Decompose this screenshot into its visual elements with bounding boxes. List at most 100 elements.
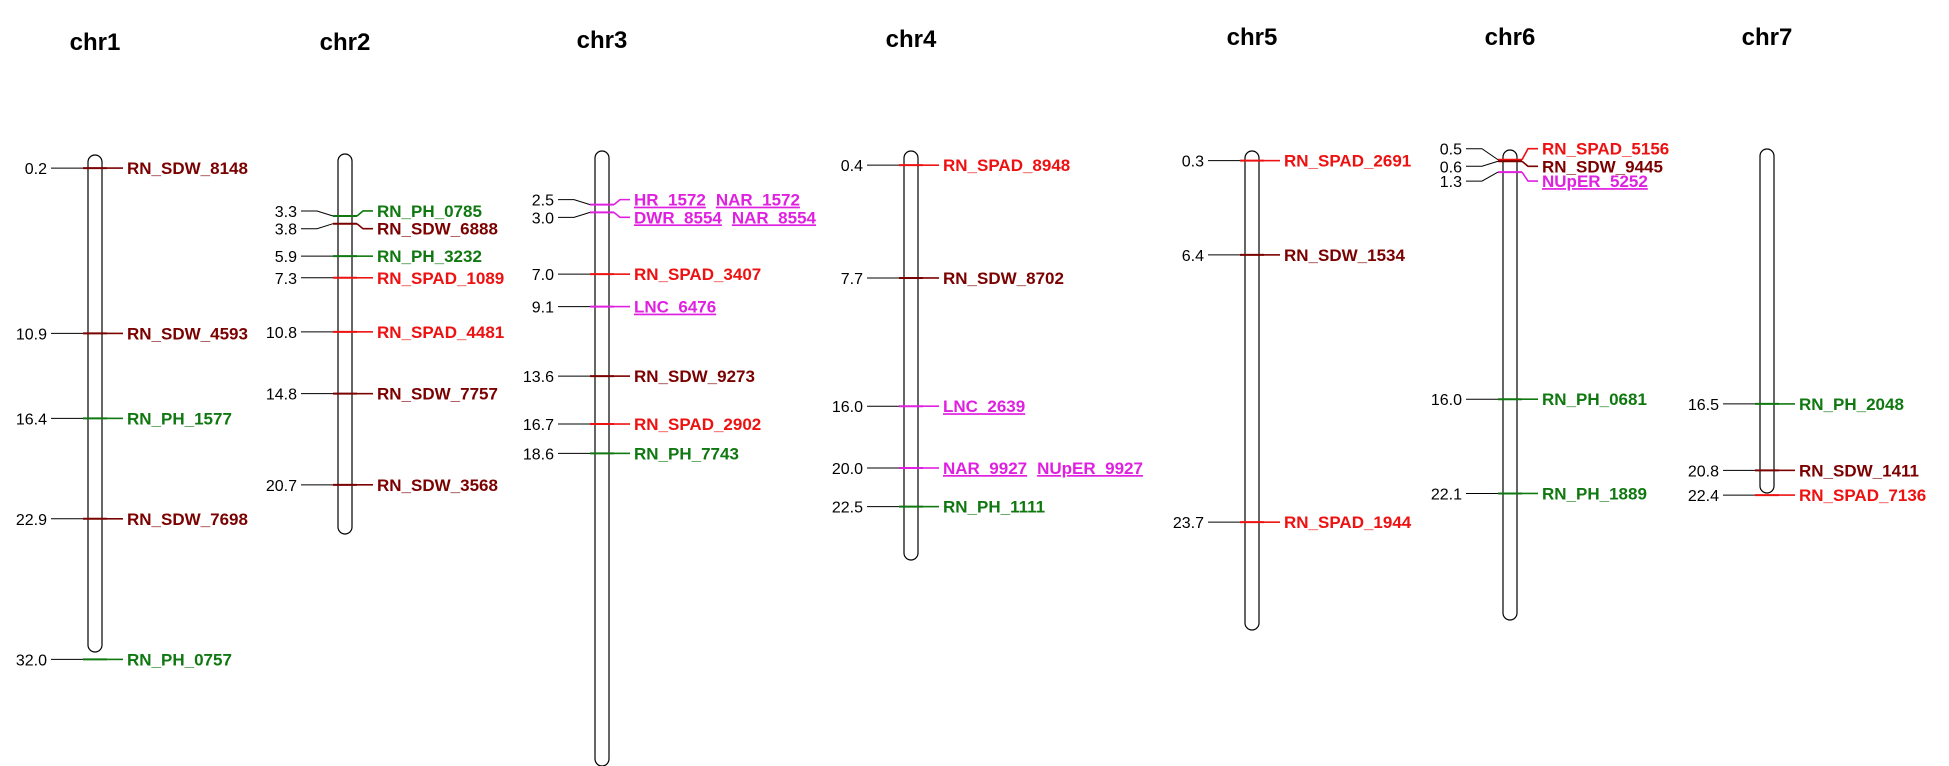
marker-position: 0.4 xyxy=(841,158,863,175)
marker-position: 22.5 xyxy=(832,500,863,517)
marker-label: NUpER_5252 xyxy=(1542,172,1648,191)
marker-label: NAR_9927 xyxy=(943,459,1027,478)
marker: 16.7 RN_SPAD_2902 xyxy=(523,415,761,434)
marker-position: 7.0 xyxy=(532,267,554,284)
position-connector xyxy=(558,199,591,206)
marker: 7.3 RN_SPAD_1089 xyxy=(275,269,505,288)
marker-position: 0.5 xyxy=(1440,142,1462,159)
chromosome-title: chr1 xyxy=(70,29,121,56)
marker-label: RN_PH_7743 xyxy=(634,444,739,463)
marker-position: 16.0 xyxy=(1431,392,1462,409)
marker-label: RN_SDW_8148 xyxy=(127,159,248,178)
marker-position: 14.8 xyxy=(266,387,297,404)
marker-label: RN_SDW_9445 xyxy=(1542,157,1663,176)
marker-position: 16.0 xyxy=(832,399,863,416)
marker-label: RN_SPAD_2902 xyxy=(634,415,761,434)
marker-position: 7.3 xyxy=(275,271,297,288)
marker-label: RN_SPAD_5156 xyxy=(1542,140,1669,159)
marker-position: 20.8 xyxy=(1688,463,1719,480)
marker-position: 16.4 xyxy=(16,411,47,428)
chromosome-title: chr2 xyxy=(320,29,371,56)
marker-position: 20.0 xyxy=(832,461,863,478)
marker: 18.6 RN_PH_7743 xyxy=(523,444,739,463)
marker-label: HR_1572 xyxy=(634,191,706,210)
position-connector xyxy=(1466,171,1499,182)
marker-label: RN_SPAD_7136 xyxy=(1799,486,1926,505)
marker: 7.7 RN_SDW_8702 xyxy=(841,269,1064,288)
marker-position: 10.8 xyxy=(266,325,297,342)
chromosome-title: chr4 xyxy=(886,26,937,53)
marker: 16.4 RN_PH_1577 xyxy=(16,409,232,428)
marker-label: RN_SPAD_2691 xyxy=(1284,152,1411,171)
marker-position: 22.9 xyxy=(16,512,47,529)
marker-position: 0.3 xyxy=(1182,154,1204,171)
marker-label: RN_SDW_8702 xyxy=(943,269,1064,288)
label-connector xyxy=(613,198,630,206)
label-connector xyxy=(1521,171,1538,182)
label-connector xyxy=(356,210,373,217)
marker-label: NAR_8554 xyxy=(732,208,817,227)
marker-label: RN_PH_1889 xyxy=(1542,484,1647,503)
chromosome-bar xyxy=(1759,148,1775,494)
marker-label: LNC_2639 xyxy=(943,397,1025,416)
chromosome-title: chr6 xyxy=(1485,24,1536,51)
marker-label: RN_SDW_7698 xyxy=(127,510,248,529)
marker-label: RN_PH_1111 xyxy=(943,498,1045,517)
position-connector xyxy=(301,210,334,217)
marker: 1.3 NUpER_5252 xyxy=(1440,171,1648,191)
marker-position: 9.1 xyxy=(532,300,554,317)
marker-position: 2.5 xyxy=(532,193,554,210)
chromosome-title: chr5 xyxy=(1227,24,1278,51)
marker-label: RN_PH_0785 xyxy=(377,202,482,221)
position-connector xyxy=(558,211,591,218)
marker-label: RN_SPAD_1089 xyxy=(377,269,504,288)
marker-label: LNC_6476 xyxy=(634,298,716,317)
marker-label: RN_SDW_1411 xyxy=(1799,461,1919,480)
marker-position: 7.7 xyxy=(841,271,863,288)
label-connector xyxy=(1521,147,1538,161)
marker-label: RN_PH_1577 xyxy=(127,409,232,428)
chromosome-title: chr7 xyxy=(1742,24,1793,51)
marker-position: 16.7 xyxy=(523,417,554,434)
marker: 7.0 RN_SPAD_3407 xyxy=(532,265,762,284)
marker-label: RN_SPAD_3407 xyxy=(634,265,761,284)
marker-label: RN_SDW_1534 xyxy=(1284,246,1405,265)
chromosome-title: chr3 xyxy=(577,27,628,54)
marker: 0.5 RN_SPAD_5156 xyxy=(1440,140,1669,161)
marker-label: RN_SDW_3568 xyxy=(377,476,498,495)
chromosome-bar xyxy=(337,153,353,535)
marker-position: 6.4 xyxy=(1182,248,1204,265)
chromosome-bar xyxy=(594,150,610,766)
marker-position: 18.6 xyxy=(523,446,554,463)
marker-label: RN_SDW_9273 xyxy=(634,367,755,386)
marker: 16.0 LNC_2639 xyxy=(832,397,1025,416)
marker-position: 1.3 xyxy=(1440,174,1462,191)
marker-label: RN_PH_0757 xyxy=(127,650,232,669)
label-connector xyxy=(613,211,630,219)
marker-label: RN_PH_2048 xyxy=(1799,395,1904,414)
position-connector xyxy=(301,223,334,230)
